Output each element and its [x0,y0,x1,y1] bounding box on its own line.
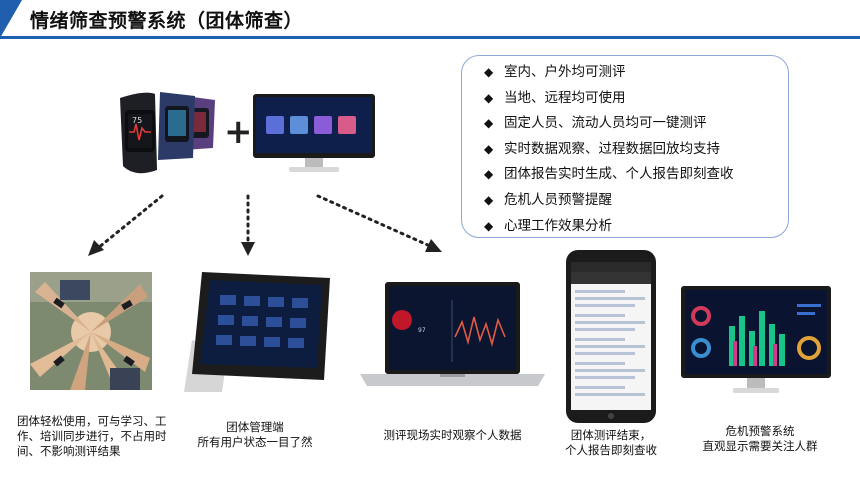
plus-sign: + [224,112,253,152]
feature-item: ◆危机人员预警提醒 [484,188,788,214]
diamond-bullet-icon: ◆ [484,90,494,105]
smartphone-image [566,250,656,423]
page-title: 情绪筛查预警系统（团体筛查） [30,10,304,32]
feature-item: ◆心理工作效果分析 [484,214,788,240]
caption-group-use: 团体轻松使用，可与学习、工作、培训同步进行，不占用时间、不影响测评结果 [17,414,167,458]
laptop-readout: 97 [418,327,426,334]
caption-phone: 团体测评结束， 个人报告即刻查收 [565,428,657,457]
caption-laptop: 测评现场实时观察个人数据 [383,428,522,442]
feature-list-box: ◆室内、户外均可测评 ◆当地、远程均可使用 ◆固定人员、流动人员均可一键测评 ◆… [461,55,789,238]
crisis-monitor-image [681,286,831,396]
feature-item: ◆团体报告实时生成、个人报告即刻查收 [484,162,788,188]
diamond-bullet-icon: ◆ [484,218,494,233]
feature-item: ◆室内、户外均可测评 [484,60,788,86]
feature-list: ◆室内、户外均可测评 ◆当地、远程均可使用 ◆固定人员、流动人员均可一键测评 ◆… [462,56,788,239]
diamond-bullet-icon: ◆ [484,167,494,182]
diamond-bullet-icon: ◆ [484,65,494,79]
header-accent-shape [0,0,22,38]
watch-readout: 75 [132,116,142,125]
feature-item: ◆当地、远程均可使用 [484,86,788,112]
smart-bands-image: 75 [115,88,230,178]
tablet-image [182,270,332,395]
dotted-arrows [80,188,450,258]
caption-monitor: 危机预警系统 直观显示需要关注人群 [702,424,818,453]
diamond-bullet-icon: ◆ [484,192,494,207]
feature-item: ◆固定人员、流动人员均可一键测评 [484,111,788,137]
diamond-bullet-icon: ◆ [484,116,494,131]
laptop-image: 97 [360,282,545,394]
diamond-bullet-icon: ◆ [484,141,494,156]
desktop-monitor-image [253,94,375,176]
header-divider [0,36,860,39]
group-photo-image [30,272,152,390]
feature-item: ◆实时数据观察、过程数据回放均支持 [484,137,788,163]
caption-tablet: 团体管理端 所有用户状态一目了然 [197,420,313,449]
